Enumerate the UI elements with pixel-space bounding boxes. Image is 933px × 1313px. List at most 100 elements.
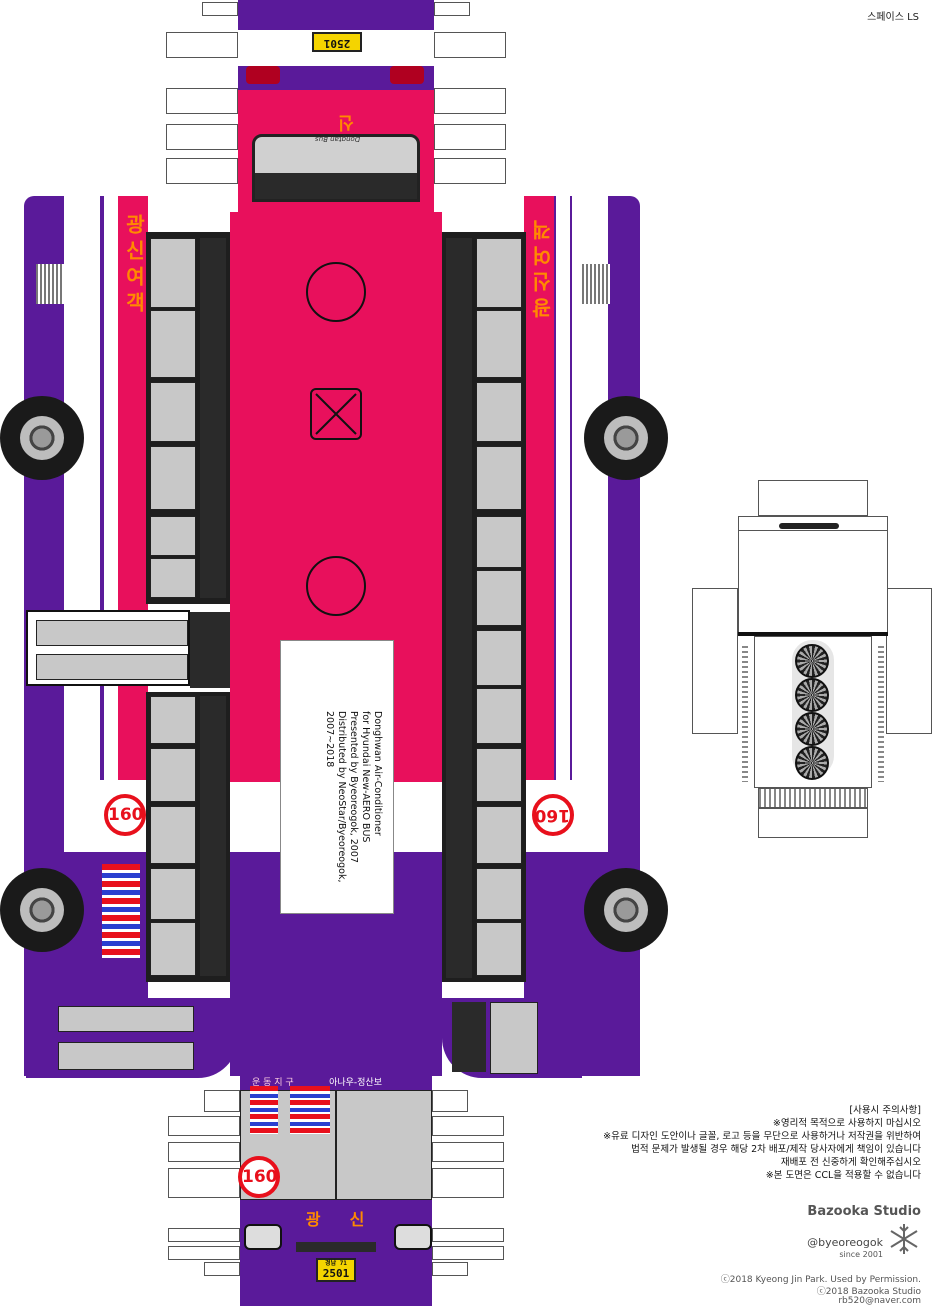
front-route-badge: 160 [238, 1156, 280, 1198]
right-window [476, 310, 522, 378]
tail-light-right [390, 66, 424, 84]
usage-notice: [사용시 주의사항] ※영리적 목적으로 사용하지 마십시오 ※유료 디자인 도… [603, 1104, 921, 1182]
aircon-line: Distributed by NeoStar/Byeoreogok, 2007~… [324, 711, 347, 883]
glue-tab [168, 1142, 240, 1162]
aircon-tab [692, 588, 738, 734]
plate-number: 2501 [322, 1267, 350, 1280]
left-vent [36, 264, 64, 304]
rear-engine-grille: Dongtan Bus [252, 134, 420, 202]
glue-tab [204, 1090, 240, 1112]
left-window [150, 868, 196, 920]
aircon-note-box: Donghwan Air-Conditioner for Hyundai New… [280, 640, 394, 914]
aircon-line: Donghwan Air-Conditioner [372, 711, 383, 836]
glue-tab [434, 2, 470, 16]
aircon-fan-icon [795, 644, 829, 678]
glue-tab [432, 1090, 468, 1112]
studio-name: Bazooka Studio [807, 1204, 921, 1219]
tail-light-left [246, 66, 280, 84]
left-pink-panel [118, 196, 148, 786]
headlight-left [244, 1224, 282, 1250]
corner-window [58, 1042, 194, 1070]
right-front-wheel [584, 396, 668, 480]
front-dest-left: 운 동 지 구 [252, 1078, 294, 1088]
right-window [476, 922, 522, 976]
credit-line: ⓒ2018 Kyeong Jin Park. Used by Permissio… [720, 1275, 921, 1285]
glue-tab [168, 1116, 240, 1136]
left-white-stripe [64, 196, 100, 846]
aircon-top [738, 530, 888, 634]
glue-tab [434, 32, 506, 58]
glue-tab [432, 1228, 504, 1242]
roof-vent-x-icon [315, 393, 357, 435]
glue-tab [166, 158, 238, 184]
right-company-text: 광신여객 [531, 214, 555, 318]
left-window [150, 516, 196, 556]
left-door-panel [190, 612, 230, 688]
right-window [476, 868, 522, 920]
notice-title: [사용시 주의사항] [849, 1105, 921, 1116]
left-window [150, 806, 196, 864]
glue-tab [432, 1262, 468, 1276]
glue-tab [202, 2, 238, 16]
aircon-fan-icon [795, 746, 829, 780]
right-window [476, 806, 522, 864]
glue-tab [434, 124, 506, 150]
front-sign: 광 신 [305, 1210, 371, 1229]
door-pane [36, 654, 188, 680]
brand-handle: @byeoreogok [807, 1236, 883, 1249]
glue-tab [166, 88, 238, 114]
front-dest-board [290, 1086, 330, 1134]
glue-tab [166, 124, 238, 150]
left-window [150, 922, 196, 976]
glue-tab [434, 88, 506, 114]
rear-top-band [238, 0, 434, 30]
front-grille [296, 1242, 376, 1252]
aircon-divider [738, 632, 888, 636]
glue-tab [168, 1168, 240, 1198]
left-window [150, 238, 196, 308]
model-name: 스페이스 LS [867, 12, 919, 23]
right-front-corner [442, 998, 582, 1078]
left-window [150, 696, 196, 744]
notice-line: ※유료 디자인 도안이나 글꼴, 로고 등을 무단으로 사용하거나 저작권을 위… [603, 1131, 921, 1142]
glue-tab [432, 1116, 504, 1136]
plate-region: 경남 71 [325, 1260, 347, 1267]
glue-tab [168, 1228, 240, 1242]
roof-vent-square [310, 388, 362, 440]
door-dark [452, 1002, 486, 1072]
roof-hatch-circle [306, 262, 366, 322]
credit-line: rb520@naver.com [838, 1296, 921, 1306]
left-window [150, 558, 196, 598]
right-window [476, 446, 522, 510]
glue-tab [204, 1262, 240, 1276]
roof-hatch-circle [306, 556, 366, 616]
right-pink-panel [524, 196, 554, 786]
notice-line: 법적 문제가 발생될 경우 해당 2차 배포/제작 당사자에게 책임이 있습니다 [631, 1144, 921, 1155]
left-destination-board [102, 864, 140, 958]
glue-tab [168, 1246, 240, 1260]
left-company-text: 광신여객 [122, 214, 146, 318]
rear-license-plate: 2501 [312, 32, 362, 52]
right-vent [582, 264, 610, 304]
aircon-line: Presented by Byeoreogok, 2007 [348, 711, 359, 863]
aircon-note-text: Donghwan Air-Conditioner for Hyundai New… [291, 641, 383, 891]
windshield-divider [335, 1091, 337, 1199]
headlight-right [394, 1224, 432, 1250]
aircon-vent-left [742, 646, 748, 782]
right-window [476, 630, 522, 686]
plate-number: 2501 [323, 37, 351, 50]
door-pane [36, 620, 188, 646]
left-window-dark [200, 238, 226, 598]
right-white-stripe-2 [556, 196, 570, 846]
right-window [476, 382, 522, 442]
right-window [476, 688, 522, 744]
left-front-wheel [0, 396, 84, 480]
right-rear-wheel [584, 868, 668, 952]
front-dest-right: 아나우-정산보 [329, 1078, 382, 1088]
aircon-vent-right [878, 646, 884, 782]
glue-tab [166, 32, 238, 58]
right-window-dark [446, 238, 472, 978]
front-dest-board [250, 1086, 278, 1134]
left-white-stripe-2 [104, 196, 118, 846]
snowflake-logo-icon [887, 1222, 921, 1256]
